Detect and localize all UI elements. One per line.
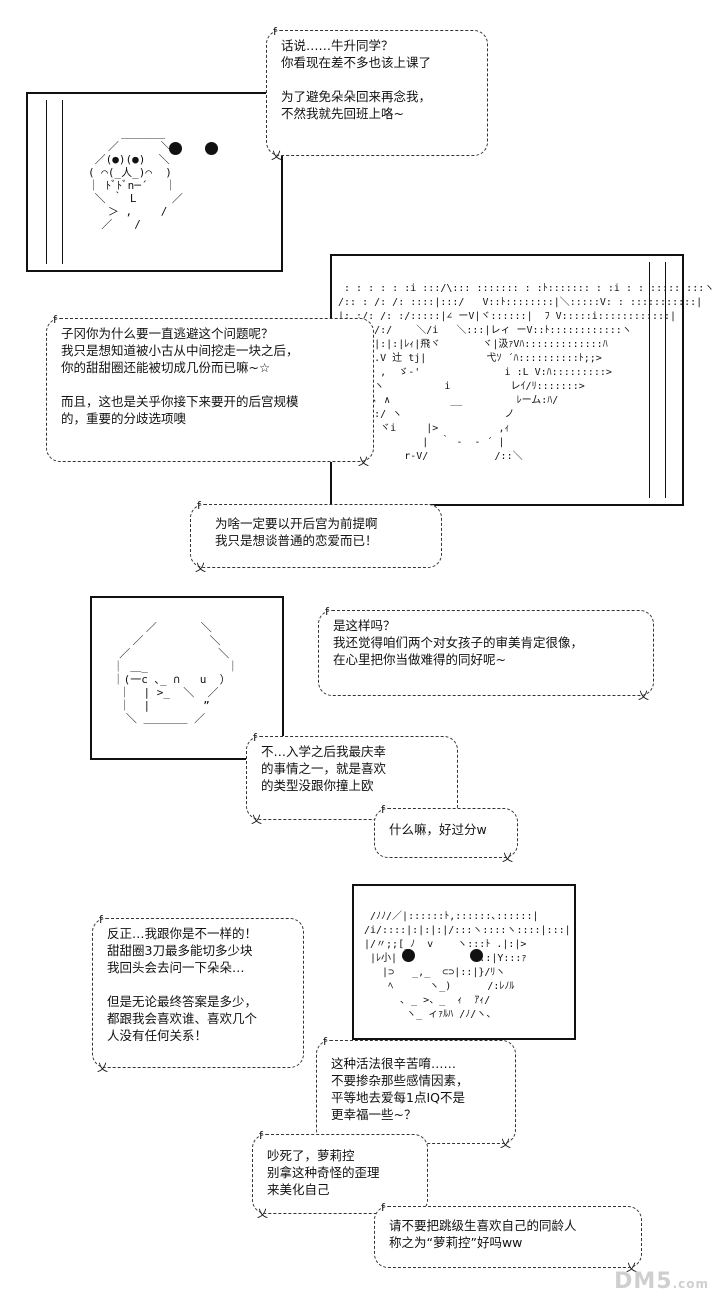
bubble-text-line: 吵死了，萝莉控	[267, 1148, 355, 1163]
bubble-text-line: 更幸福一些~？	[331, 1107, 417, 1122]
bubble-text-line: 这种活法很辛苦唷……	[331, 1056, 457, 1071]
bubble-text-line: 但是无论最终答案是多少，	[107, 994, 258, 1009]
speech-bubble-p3-right: f 是这样吗？ 我还觉得咱们两个对女孩子的审美肯定很像， 在心里把你当做难得的同…	[318, 605, 654, 702]
bubble-text-line: 别拿这种奇怪的歪理	[267, 1165, 380, 1180]
ascii-art-character-4: /ﾉﾉ/／|::::::ﾄ,::::::､::::::| /i/::::|:|:…	[364, 911, 571, 1020]
bubble-text-line: 我只是想谈普通的恋爱而已！	[215, 533, 378, 548]
panel-border-line	[649, 262, 650, 498]
bubble-tail-mark: f	[325, 605, 329, 618]
bubble-text-line: 来美化自己	[267, 1182, 330, 1197]
bubble-tail-mark: 乂	[195, 561, 206, 574]
bubble-text-line: 人没有任何关系！	[107, 1028, 208, 1043]
bubble-text-line: 什么嘛，好过分w	[389, 822, 487, 837]
bubble-text-line: 子冈你为什么要一直逃避这个问题呢？	[61, 326, 274, 341]
bubble-text-line: 都跟我会喜欢谁、喜欢几个	[107, 1011, 258, 1026]
bubble-text-line: 我还觉得咱们两个对女孩子的审美肯定很像，	[333, 635, 584, 650]
bubble-tail-mark: 乂	[257, 1207, 268, 1220]
panel-border-line	[665, 262, 666, 498]
site-watermark-logo: DM5.com	[614, 1269, 709, 1294]
bubble-tail-mark: f	[259, 1129, 263, 1142]
bubble-tail-mark: f	[253, 731, 257, 744]
speech-bubble-p4-last: f 请不要把跳级生喜欢自己的同龄人 称之为“萝莉控”好吗ww 乂	[374, 1201, 642, 1274]
speech-bubble-p4-mid: f 这种活法很辛苦唷…… 不要掺杂那些感情因素， 平等地去爱每1点IQ不是 更幸…	[316, 1035, 516, 1150]
speech-bubble-p4-left: f 反正…我跟你是不一样的！ 甜甜圈3刀最多能切多少块 我回头会去问一下朵朵… …	[92, 913, 304, 1074]
bubble-text-line: 不…入学之后我最庆幸	[261, 744, 387, 759]
speech-bubble-p4-lower: f 吵死了，萝莉控 别拿这种奇怪的歪理 来美化自己 乂	[252, 1129, 428, 1220]
character-eye-icon	[169, 142, 182, 155]
bubble-tail-mark: 乂	[502, 851, 513, 864]
bubble-text-line: 不然我就先回班上咯~	[281, 106, 404, 121]
bubble-text-line: 而且，这也是关乎你接下来要开的后宫规模	[61, 394, 299, 409]
bubble-text-line: 为了避免朵朵回来再念我，	[281, 89, 432, 104]
bubble-text-line: 甜甜圈3刀最多能切多少块	[107, 943, 253, 958]
bubble-tail-mark: 乂	[626, 1261, 637, 1274]
ascii-art-character-1: ＿＿＿＿ ／ ＼ ／(●)(●) ＼ ( ⌒(_人_)⌒ ) ｜ ﾄﾞﾄﾞn─´…	[88, 127, 183, 231]
panel-border-line	[46, 100, 47, 264]
panel-2-frame: : : : : : :i :::/\::: ::::::: : :ﾄ::::::…	[330, 254, 714, 506]
bubble-text-line: 你看现在差不多也该上课了	[281, 55, 432, 70]
bubble-tail-mark: 乂	[358, 455, 369, 468]
panel-1-frame: ＿＿＿＿ ／ ＼ ／(●)(●) ＼ ( ⌒(_人_)⌒ ) ｜ ﾄﾞﾄﾞn─´…	[26, 92, 283, 272]
speech-bubble-p2-left: f 子冈你为什么要一直逃避这个问题呢？ 我只是想知道被小古从中间挖走一块之后， …	[46, 313, 374, 468]
bubble-text-line: 你的甜甜圈还能被切成几份而已嘛~☆	[61, 360, 271, 375]
bubble-text-line: 反正…我跟你是不一样的！	[107, 926, 258, 941]
bubble-tail-mark: 乂	[638, 689, 649, 702]
bubble-text-line: 的类型没跟你撞上欧	[261, 778, 374, 793]
ascii-art-character-3: ／ ＼ ／ ＼ ／ ＼ ｜ ＿_ ｜ ｜(一c ､_ ∩ u ） ｜ | >_ …	[112, 621, 239, 725]
bubble-text-line: 是这样吗？	[333, 618, 396, 633]
bubble-text-line: 的事情之一，就是喜欢	[261, 761, 387, 776]
bubble-text-line: 我回头会去问一下朵朵…	[107, 960, 245, 975]
bubble-tail-mark: f	[273, 25, 277, 38]
speech-bubble-p2-bottom: f 为啥一定要以开后宫为前提啊 我只是想谈普通的恋爱而已！ 乂	[190, 499, 442, 574]
watermark-text: DM5	[614, 1269, 673, 1294]
bubble-text-line: 为啥一定要以开后宫为前提啊	[215, 516, 378, 531]
bubble-tail-mark: 乂	[500, 1137, 511, 1150]
panel-4-frame: /ﾉﾉ/／|::::::ﾄ,::::::､::::::| /i/::::|:|:…	[352, 884, 576, 1040]
bubble-tail-mark: 乂	[271, 149, 282, 162]
speech-bubble-p3-mid: f 不…入学之后我最庆幸 的事情之一，就是喜欢 的类型没跟你撞上欧 乂	[246, 731, 458, 826]
speech-bubble-p1: f 话说……牛升同学？ 你看现在差不多也该上课了 为了避免朵朵回来再念我， 不然…	[266, 25, 488, 162]
bubble-tail-mark: 乂	[97, 1061, 108, 1074]
character-eye-icon	[205, 142, 218, 155]
watermark-suffix: .com	[672, 1277, 709, 1291]
speech-bubble-p3-small: f 什么嘛，好过分w 乂	[374, 803, 518, 864]
bubble-text-line	[281, 71, 477, 88]
bubble-tail-mark: f	[381, 803, 385, 816]
bubble-text-line: 平等地去爱每1点IQ不是	[331, 1090, 465, 1105]
bubble-text-line: 我只是想知道被小古从中间挖走一块之后，	[61, 343, 299, 358]
bubble-text-line	[107, 976, 293, 993]
bubble-text-line: 请不要把跳级生喜欢自己的同龄人	[389, 1218, 577, 1233]
bubble-text-line: 在心里把你当做难得的同好呢~	[333, 652, 506, 667]
bubble-tail-mark: f	[99, 913, 103, 926]
bubble-tail-mark: f	[381, 1201, 385, 1214]
bubble-tail-mark: f	[197, 499, 201, 512]
character-eye-icon	[470, 949, 483, 962]
bubble-tail-mark: 乂	[251, 813, 262, 826]
character-eye-icon	[402, 949, 415, 962]
bubble-tail-mark: f	[53, 313, 57, 326]
bubble-text-line: 不要掺杂那些感情因素，	[331, 1073, 469, 1088]
bubble-tail-mark: f	[323, 1035, 327, 1048]
bubble-text-line: 称之为“萝莉控”好吗ww	[389, 1235, 523, 1250]
panel-3-frame: ／ ＼ ／ ＼ ／ ＼ ｜ ＿_ ｜ ｜(一c ､_ ∩ u ） ｜ | >_ …	[90, 596, 284, 760]
panel-border-line	[62, 100, 63, 264]
bubble-text-line	[61, 376, 363, 393]
bubble-text-line: 话说……牛升同学？	[281, 38, 394, 53]
ascii-art-character-2: : : : : : :i :::/\::: ::::::: : :ﾄ::::::…	[338, 283, 715, 462]
bubble-text-line: 的，重要的分歧选项噢	[61, 411, 187, 426]
